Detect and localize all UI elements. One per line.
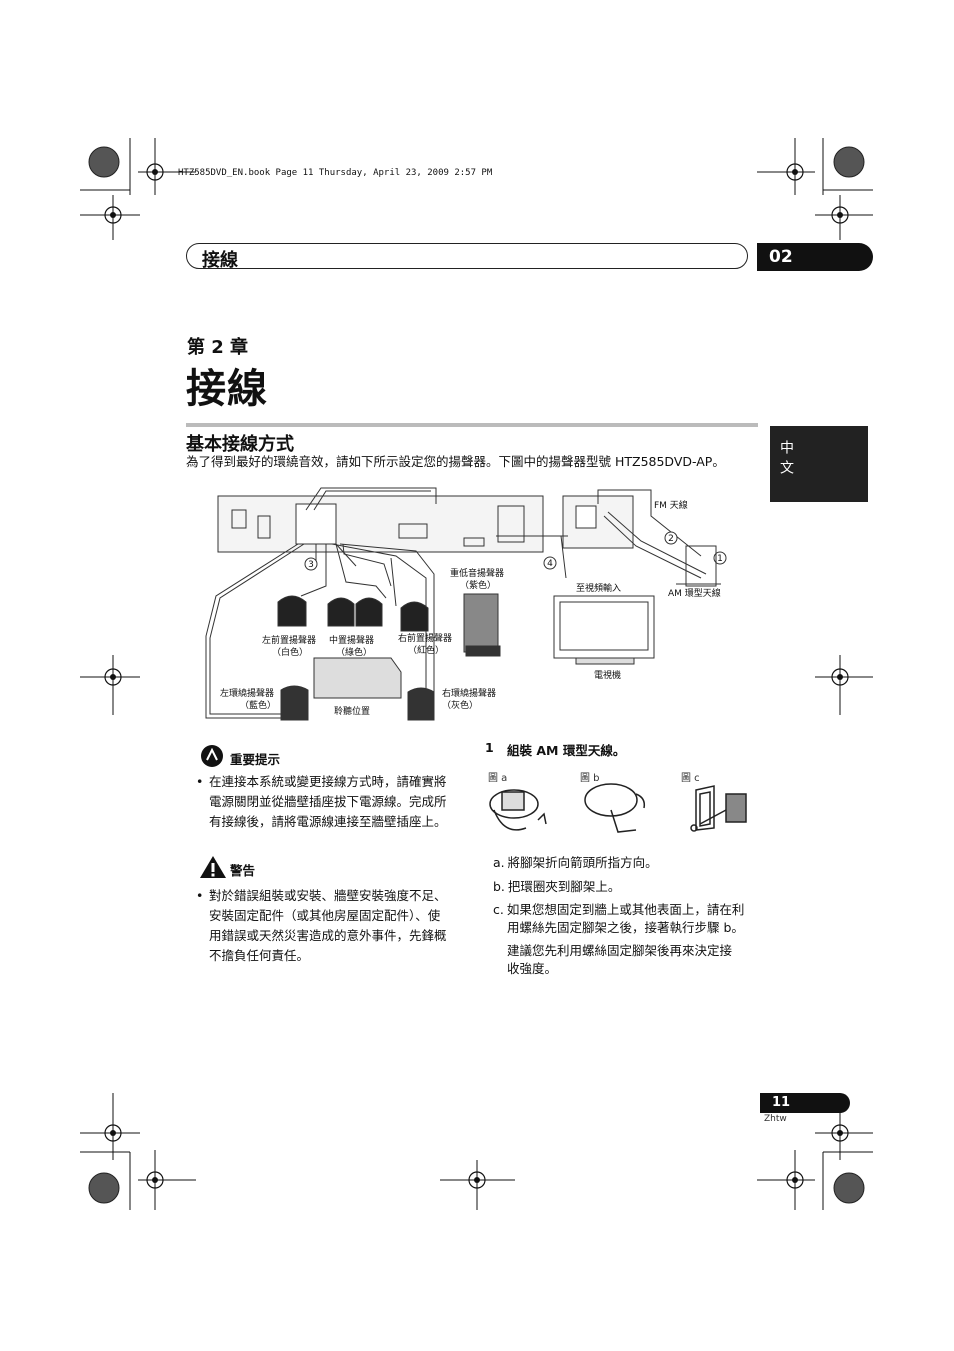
surround-left-color: （藍色） — [240, 701, 277, 711]
step-item-a: a.將腳架折向箭頭所指方向。 — [493, 855, 658, 870]
callout-4: 4 — [547, 559, 553, 569]
step-item-b: b.把環圈夾到腳架上。 — [493, 879, 621, 894]
warning-bullet: • — [196, 888, 204, 903]
intro-text: 為了得到最好的環繞音效，請如下所示設定您的揚聲器。下圖中的揚聲器型號 HTZ58… — [186, 454, 725, 469]
fig-c-label: 圖 c — [681, 773, 700, 784]
step-item-c: c.如果您想固定到牆上或其他表面上，請在利 — [493, 902, 745, 917]
important-title: 重要提示 — [230, 752, 281, 767]
header-title: 接線 — [202, 250, 238, 271]
important-bullet: • — [196, 774, 204, 789]
fig-b-label: 圖 b — [580, 773, 600, 784]
slug-line: HTZ585DVD_EN.book Page 11 Thursday, Apri… — [178, 168, 493, 178]
language-code: Zhtw — [764, 1114, 787, 1124]
front-left-label: 左前置揚聲器 — [262, 636, 317, 646]
surround-right-label: 右環繞揚聲器 — [442, 689, 497, 699]
video-in-label: 至視頻輸入 — [576, 584, 622, 594]
step-note: 建議您先利用螺絲固定腳架後再來決定接 收強度。 — [507, 943, 733, 976]
front-right-label: 右前置揚聲器 — [398, 634, 453, 644]
surround-right-color: （灰色） — [442, 701, 479, 711]
am-antenna-assembly-figures — [489, 783, 747, 833]
fig-a-label: 圖 a — [488, 773, 508, 784]
surround-left-label: 左環繞揚聲器 — [220, 689, 275, 699]
important-text: 在連接本系統或變更接線方式時，請確實將 電源關閉並從牆壁插座拔下電源線。完成所 … — [209, 774, 447, 829]
am-antenna-label: AM 環型天線 — [668, 589, 721, 599]
center-color: （綠色） — [336, 648, 373, 658]
callout-1: 1 — [717, 554, 723, 564]
center-label: 中置揚聲器 — [329, 636, 375, 646]
subwoofer-color: （紫色） — [460, 581, 497, 591]
step-item-c-cont: 用螺絲先固定腳架之後，接著執行步驟 b。 — [507, 920, 744, 935]
step-number: 1 — [485, 740, 494, 755]
chapter-number-badge: 02 — [757, 243, 873, 271]
warning-text: 對於錯誤組裝或安裝、牆壁安裝強度不足、 安裝固定配件（或其他房屋固定配件）、使 … — [209, 888, 447, 963]
tv-label: 電視機 — [594, 671, 622, 681]
section-title: 基本接線方式 — [186, 434, 294, 455]
subwoofer-label: 重低音揚聲器 — [450, 569, 505, 579]
chapter-title: 接線 — [186, 366, 268, 412]
chapter-label: 第 2 章 — [187, 337, 249, 358]
warning-icon — [200, 856, 226, 878]
language-tab: 中文 — [770, 426, 868, 502]
connection-diagram: 3 4 2 1 FM 天線 AM 環型天線 重低音揚聲器 （紫色） 至視頻輸入 … — [196, 486, 760, 726]
callout-3: 3 — [308, 560, 314, 570]
front-left-color: （白色） — [272, 648, 309, 658]
listening-position-label: 聆聽位置 — [334, 707, 371, 717]
page-number: 11 — [760, 1093, 850, 1113]
warning-title: 警告 — [230, 863, 256, 878]
section-divider — [186, 423, 758, 427]
step-title: 組裝 AM 環型天線。 — [507, 743, 626, 758]
header-bar — [186, 243, 748, 269]
callout-2: 2 — [668, 534, 674, 544]
front-right-color: （紅色） — [408, 646, 445, 656]
important-icon — [201, 745, 223, 767]
fm-antenna-label: FM 天線 — [654, 501, 688, 511]
